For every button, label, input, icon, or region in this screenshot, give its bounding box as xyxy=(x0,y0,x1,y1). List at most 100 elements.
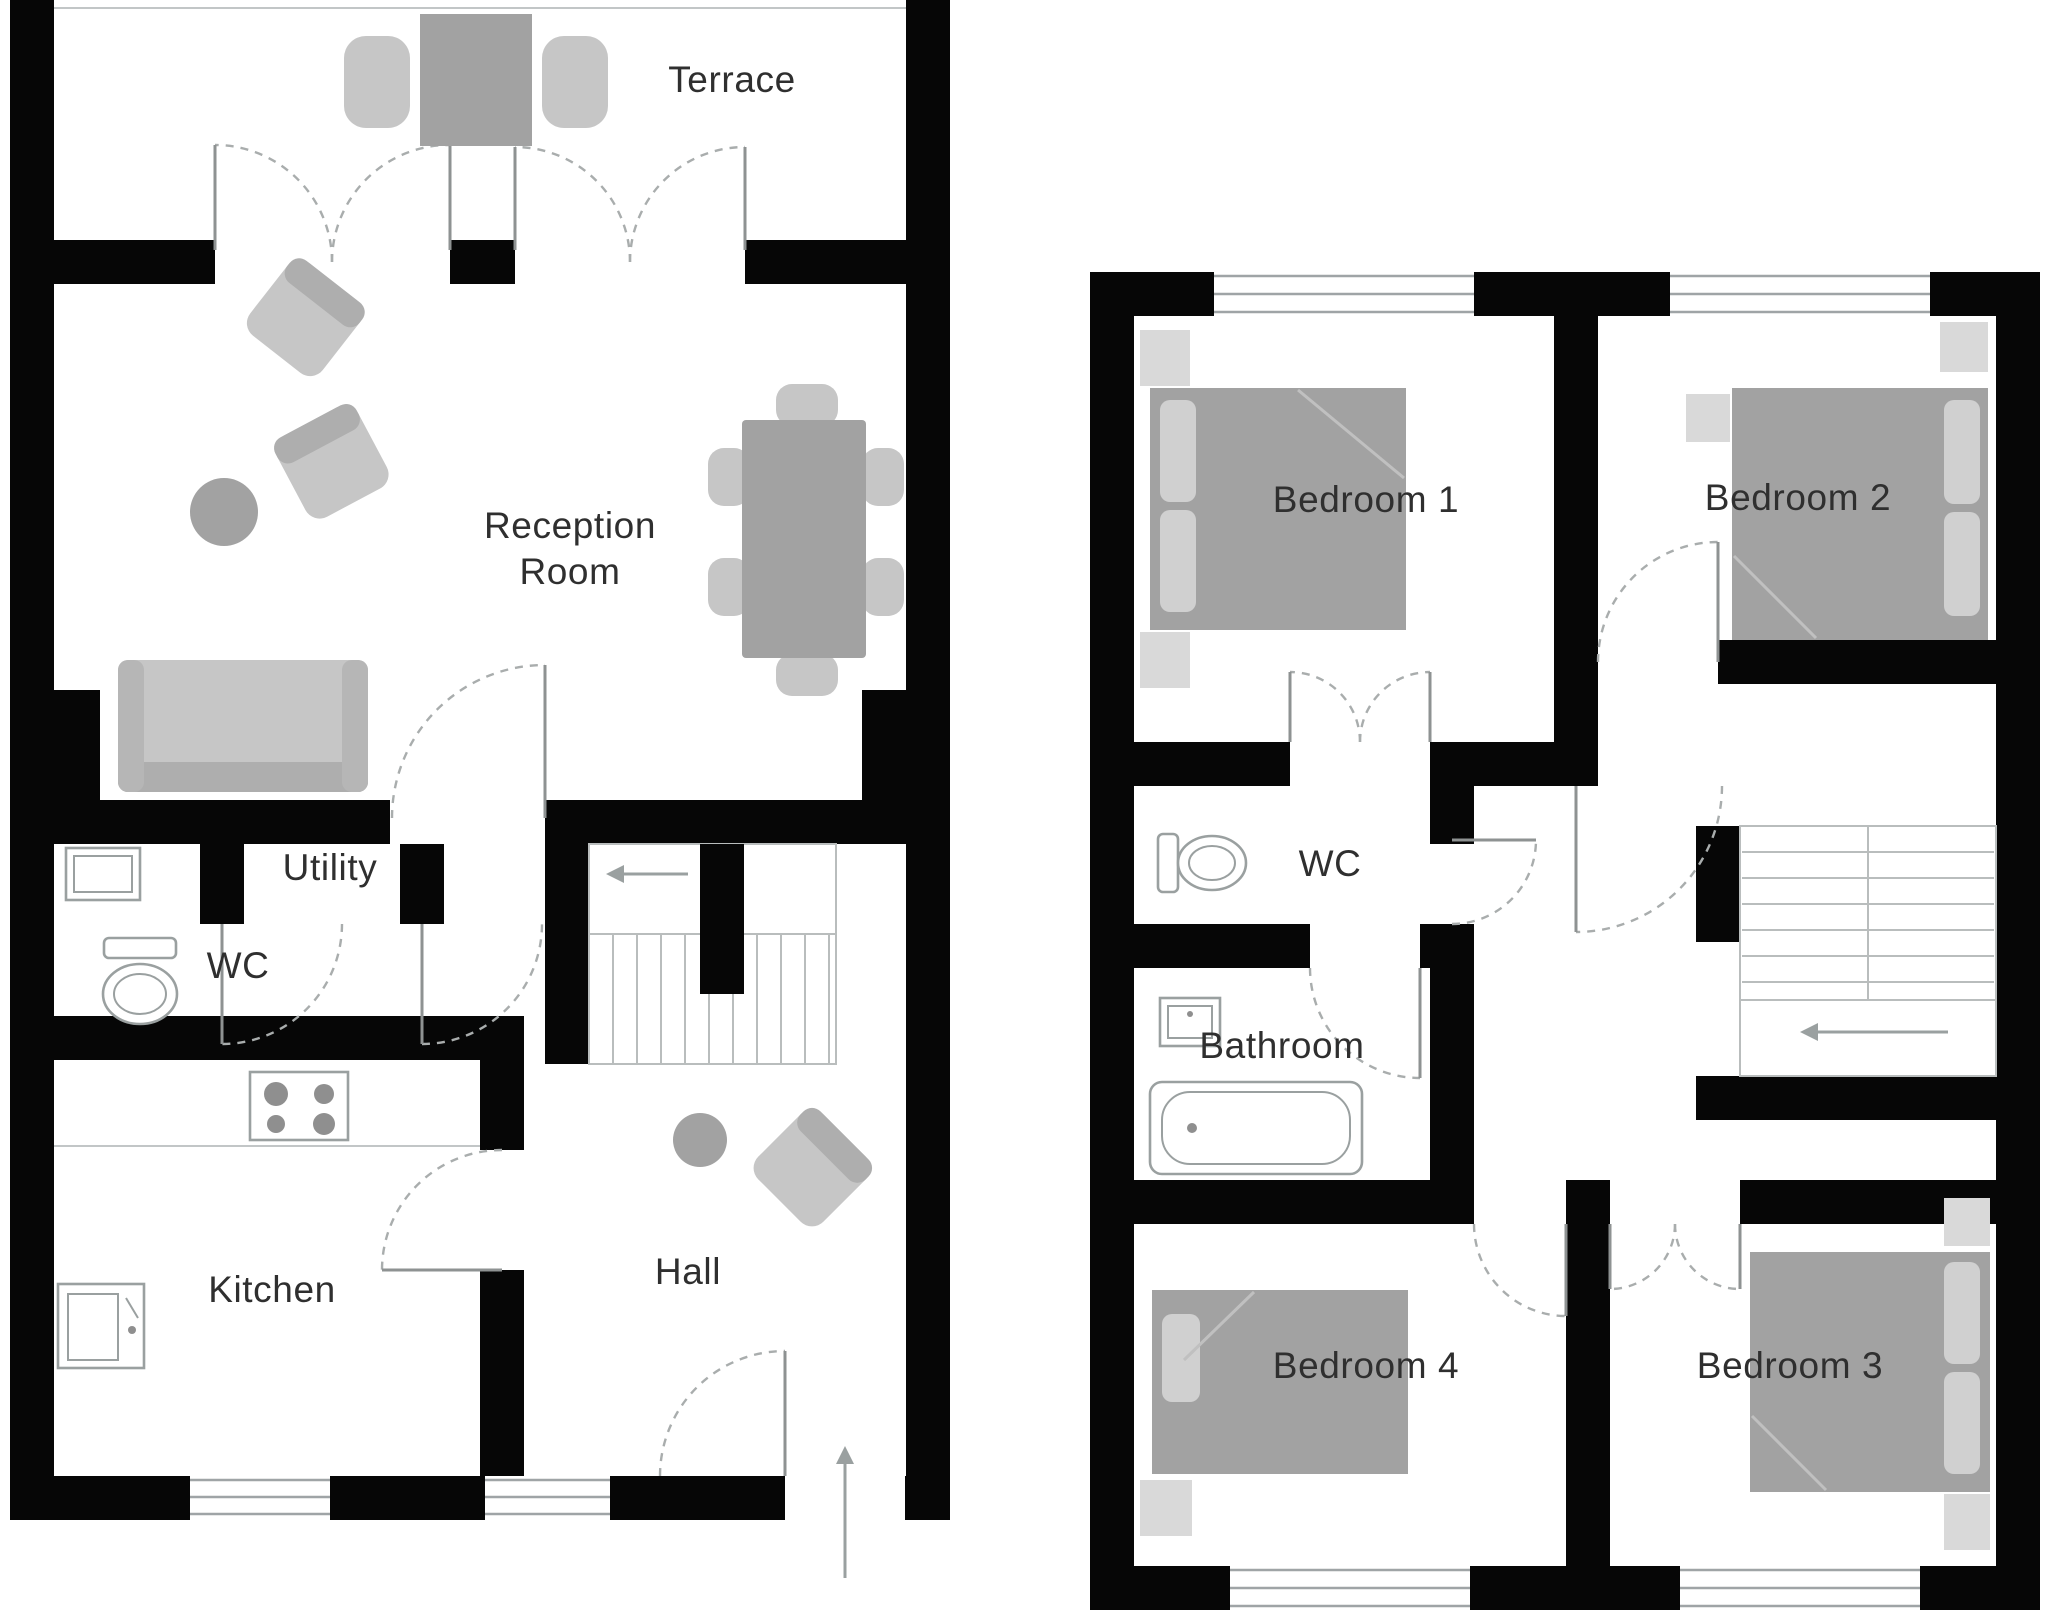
bathtub xyxy=(1148,1080,1364,1176)
wall-segment xyxy=(545,800,906,844)
wall-segment xyxy=(1474,272,1670,316)
bed-bedroom-1 xyxy=(1150,388,1406,630)
door-swing-arc xyxy=(214,143,334,263)
utility-door-right xyxy=(420,923,544,1046)
room-label-bedroom-4: Bedroom 4 xyxy=(1273,1345,1459,1386)
ground-floor-plan: Terrace Reception Room Utility WC Kitche… xyxy=(10,0,950,1578)
wall-segment xyxy=(1420,924,1474,968)
bedroom2-window xyxy=(1670,274,1930,314)
wall-segment xyxy=(1930,272,2040,316)
wall-segment xyxy=(400,844,444,924)
first-floor-plan: Bedroom 1 Bedroom 2 WC Bathroom Bedroom … xyxy=(1090,272,2040,1610)
door-swing-arc xyxy=(1358,670,1431,743)
wall-segment xyxy=(1134,924,1310,968)
bedside-table xyxy=(1140,330,1190,386)
wall-segment xyxy=(545,844,589,1064)
wall-segment xyxy=(1134,1180,1474,1224)
wall-segment xyxy=(480,1270,524,1476)
room-label-bathroom: Bathroom xyxy=(1199,1025,1364,1066)
dining-chair xyxy=(776,654,838,696)
bathroom-door xyxy=(1308,967,1422,1080)
door-swing-arc xyxy=(390,663,546,819)
entrance-arrow xyxy=(836,1446,854,1578)
bedroom1-window xyxy=(1214,274,1474,314)
dining-set xyxy=(708,384,904,696)
wall-segment xyxy=(10,1476,190,1520)
round-side-table xyxy=(190,478,258,546)
wall-segment xyxy=(745,240,906,284)
door-swing-arc xyxy=(330,143,451,263)
wall-segment xyxy=(1430,786,1474,844)
wall-segment xyxy=(54,240,215,284)
bedroom1-double-door xyxy=(1288,670,1432,743)
wall-segment xyxy=(1554,316,1598,786)
wardrobe xyxy=(1944,1494,1990,1550)
bedroom3-double-door xyxy=(1608,1223,1742,1291)
stairs-direction-arrow xyxy=(1800,1023,1948,1041)
stairs-direction-arrow xyxy=(606,865,688,883)
stairs xyxy=(1739,825,1997,1077)
door-swing-arc xyxy=(380,1148,503,1271)
pillow xyxy=(1160,400,1196,502)
dining-chair xyxy=(708,448,750,506)
door-swing-arc xyxy=(658,1349,786,1477)
wall-segment xyxy=(1430,742,1554,786)
wall-segment xyxy=(1566,1224,1610,1566)
landing-door xyxy=(1574,785,1724,934)
bathroom-sink xyxy=(1158,996,1222,1048)
wall-segment xyxy=(480,1060,524,1150)
utility-door-left xyxy=(220,923,344,1046)
door-swing-arc xyxy=(1596,540,1719,663)
pillow xyxy=(1160,510,1196,612)
wall-segment xyxy=(1134,742,1290,786)
burner xyxy=(313,1113,335,1135)
bedside-table xyxy=(1686,394,1730,442)
wall-segment xyxy=(1696,826,1740,942)
pillow xyxy=(1944,400,1980,504)
wall-segment xyxy=(610,1476,785,1520)
armchair xyxy=(753,1107,873,1227)
room-label-reception-line1: Reception xyxy=(484,505,656,546)
hall-window xyxy=(485,1478,610,1516)
wall-segment xyxy=(10,1016,524,1060)
kitchen-window xyxy=(190,1478,330,1516)
wardrobe xyxy=(1944,1198,1990,1246)
door-swing-arc xyxy=(1609,1223,1677,1291)
toilet xyxy=(101,936,179,1026)
room-label-bedroom-3: Bedroom 3 xyxy=(1697,1345,1883,1386)
terrace-table xyxy=(420,14,532,146)
wall-segment xyxy=(200,844,244,924)
room-label-terrace: Terrace xyxy=(668,59,796,100)
burner xyxy=(264,1082,288,1106)
wall-segment xyxy=(1996,272,2040,1610)
wall-segment xyxy=(330,1476,485,1520)
entrance-door xyxy=(658,1349,787,1477)
kitchen-sink xyxy=(56,1282,146,1370)
door-swing-arc xyxy=(1673,1223,1741,1291)
bed-bedroom-2 xyxy=(1732,388,1988,640)
wall-segment xyxy=(1718,640,1996,684)
first-floor-walls xyxy=(1090,272,2040,1610)
terrace-door-left xyxy=(213,143,452,263)
pillow xyxy=(1944,1262,1980,1364)
door-swing-arc xyxy=(1289,670,1362,743)
chimney-pier xyxy=(862,690,906,810)
stairs xyxy=(588,843,837,1065)
dining-chair xyxy=(708,558,750,616)
pillow xyxy=(1944,1372,1980,1474)
dining-chair xyxy=(862,558,904,616)
ground-walls xyxy=(10,0,950,1520)
room-label-bedroom-2: Bedroom 2 xyxy=(1705,477,1891,518)
wall-segment xyxy=(10,0,54,1520)
wall-segment xyxy=(1090,272,1134,1610)
door-swing-arc xyxy=(628,145,746,263)
terrace-door-right xyxy=(513,145,747,263)
room-label-kitchen: Kitchen xyxy=(208,1269,336,1310)
door-swing-arc xyxy=(1575,785,1724,934)
wall-segment xyxy=(1470,1566,1680,1610)
room-label-wc-first: WC xyxy=(1299,843,1362,884)
wall-segment xyxy=(1090,272,1214,316)
dining-table xyxy=(742,420,866,658)
